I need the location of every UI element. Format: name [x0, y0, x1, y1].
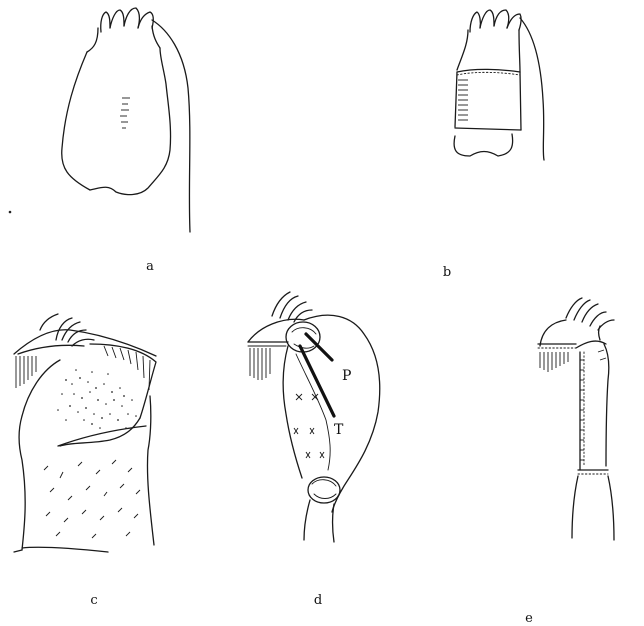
- panel-e-label: e: [525, 611, 533, 626]
- panel-c-drawing: [14, 314, 156, 552]
- panel-e-drawing: [538, 298, 614, 540]
- stray-mark: [9, 211, 12, 214]
- marker-p: P: [342, 368, 351, 384]
- panel-b-label: b: [443, 265, 451, 280]
- panel-d-drawing: [248, 292, 380, 542]
- panel-a-label: a: [146, 259, 154, 274]
- panel-d-label: d: [314, 593, 322, 608]
- panel-b-drawing: [454, 10, 544, 160]
- panel-a-drawing: [62, 8, 190, 232]
- panel-c-label: c: [90, 593, 97, 608]
- marker-t: T: [334, 422, 344, 438]
